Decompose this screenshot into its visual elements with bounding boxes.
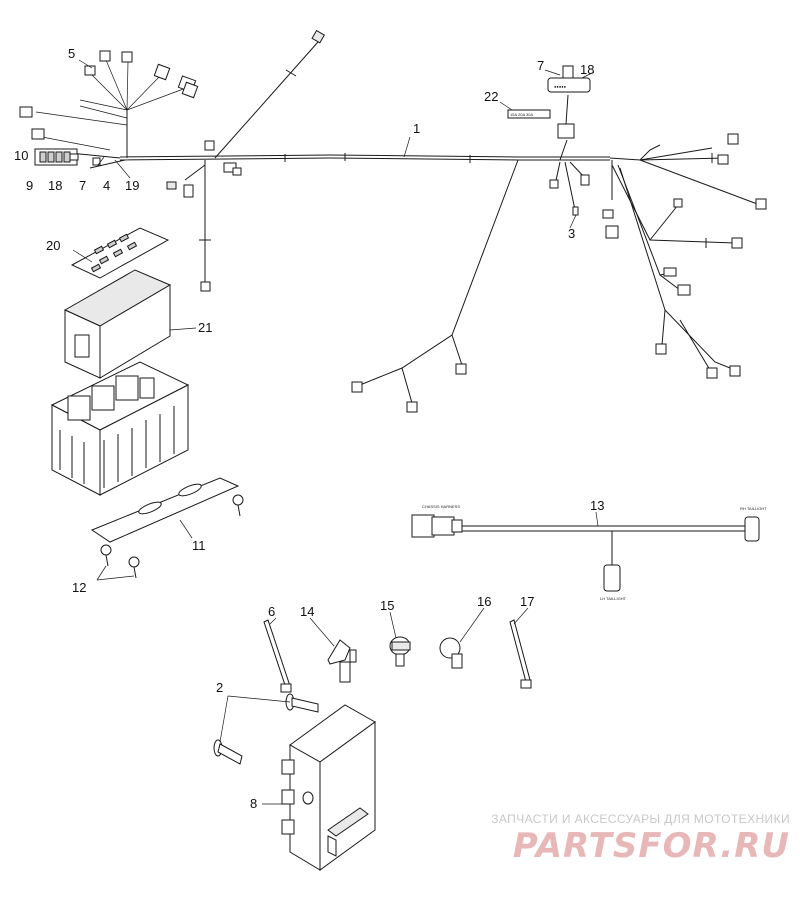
cable-clamp-15	[389, 636, 411, 667]
callout-14: 14	[300, 604, 314, 619]
callout-12: 12	[72, 580, 86, 595]
callout-19: 19	[125, 178, 139, 193]
callout-5: 5	[68, 46, 75, 61]
cable-tie-17	[509, 619, 532, 689]
control-module	[281, 704, 376, 871]
callout-18-left: 18	[48, 178, 62, 193]
mounting-bracket	[90, 477, 244, 543]
callout-17: 17	[520, 594, 534, 609]
fuse-box-cover	[63, 269, 172, 379]
push-rivets	[213, 693, 319, 765]
callout-18-top: 18	[580, 62, 594, 77]
callout-13: 13	[590, 498, 604, 513]
callout-9: 9	[26, 178, 33, 193]
rh-taillight-label: RH TAILLIGHT	[740, 506, 767, 511]
svg-text:●●●●●: ●●●●●	[554, 84, 567, 89]
fuse-relay-box	[50, 361, 190, 496]
watermark-tagline: ЗАПЧАСТИ И АКСЕССУАРЫ ДЛЯ МОТОТЕХНИКИ	[491, 812, 790, 826]
cable-tie-6	[263, 619, 292, 693]
push-clip-14	[327, 639, 357, 683]
label-22-text: 15A 20A 30A	[510, 112, 533, 117]
callout-3: 3	[568, 226, 575, 241]
callout-7-left: 7	[79, 178, 86, 193]
callout-10: 10	[14, 148, 28, 163]
fuse-label-sheet	[70, 227, 170, 279]
watermark: ЗАПЧАСТИ И АКСЕССУАРЫ ДЛЯ МОТОТЕХНИКИ PA…	[478, 812, 790, 866]
callout-numbers: 1 2 3 4 5 6 7 7 8 9 10 11 12 13 14 15 16…	[14, 46, 604, 811]
rivets	[100, 544, 140, 579]
callout-22: 22	[484, 89, 498, 104]
callout-20: 20	[46, 238, 60, 253]
callout-2: 2	[216, 680, 223, 695]
callout-7-top: 7	[537, 58, 544, 73]
callout-15: 15	[380, 598, 394, 613]
leader-lines	[72, 59, 599, 805]
callout-6: 6	[268, 604, 275, 619]
callout-4: 4	[103, 178, 110, 193]
callout-21: 21	[198, 320, 212, 335]
watermark-logo: PARTSFOR.RU	[512, 826, 790, 866]
main-wiring-harness: ●●●●● 15A 20A 30A	[19, 29, 767, 413]
chassis-harness-label: CHASSIS HARNESS	[422, 504, 460, 509]
callout-16: 16	[477, 594, 491, 609]
loop-clamp-16	[439, 637, 463, 669]
taillight-harness: CHASSIS HARNESS RH TAILLIGHT LH TAILLIGH…	[411, 504, 767, 601]
callout-1: 1	[413, 121, 420, 136]
callout-8: 8	[250, 796, 257, 811]
lh-taillight-label: LH TAILLIGHT	[600, 596, 627, 601]
callout-11: 11	[192, 538, 206, 553]
